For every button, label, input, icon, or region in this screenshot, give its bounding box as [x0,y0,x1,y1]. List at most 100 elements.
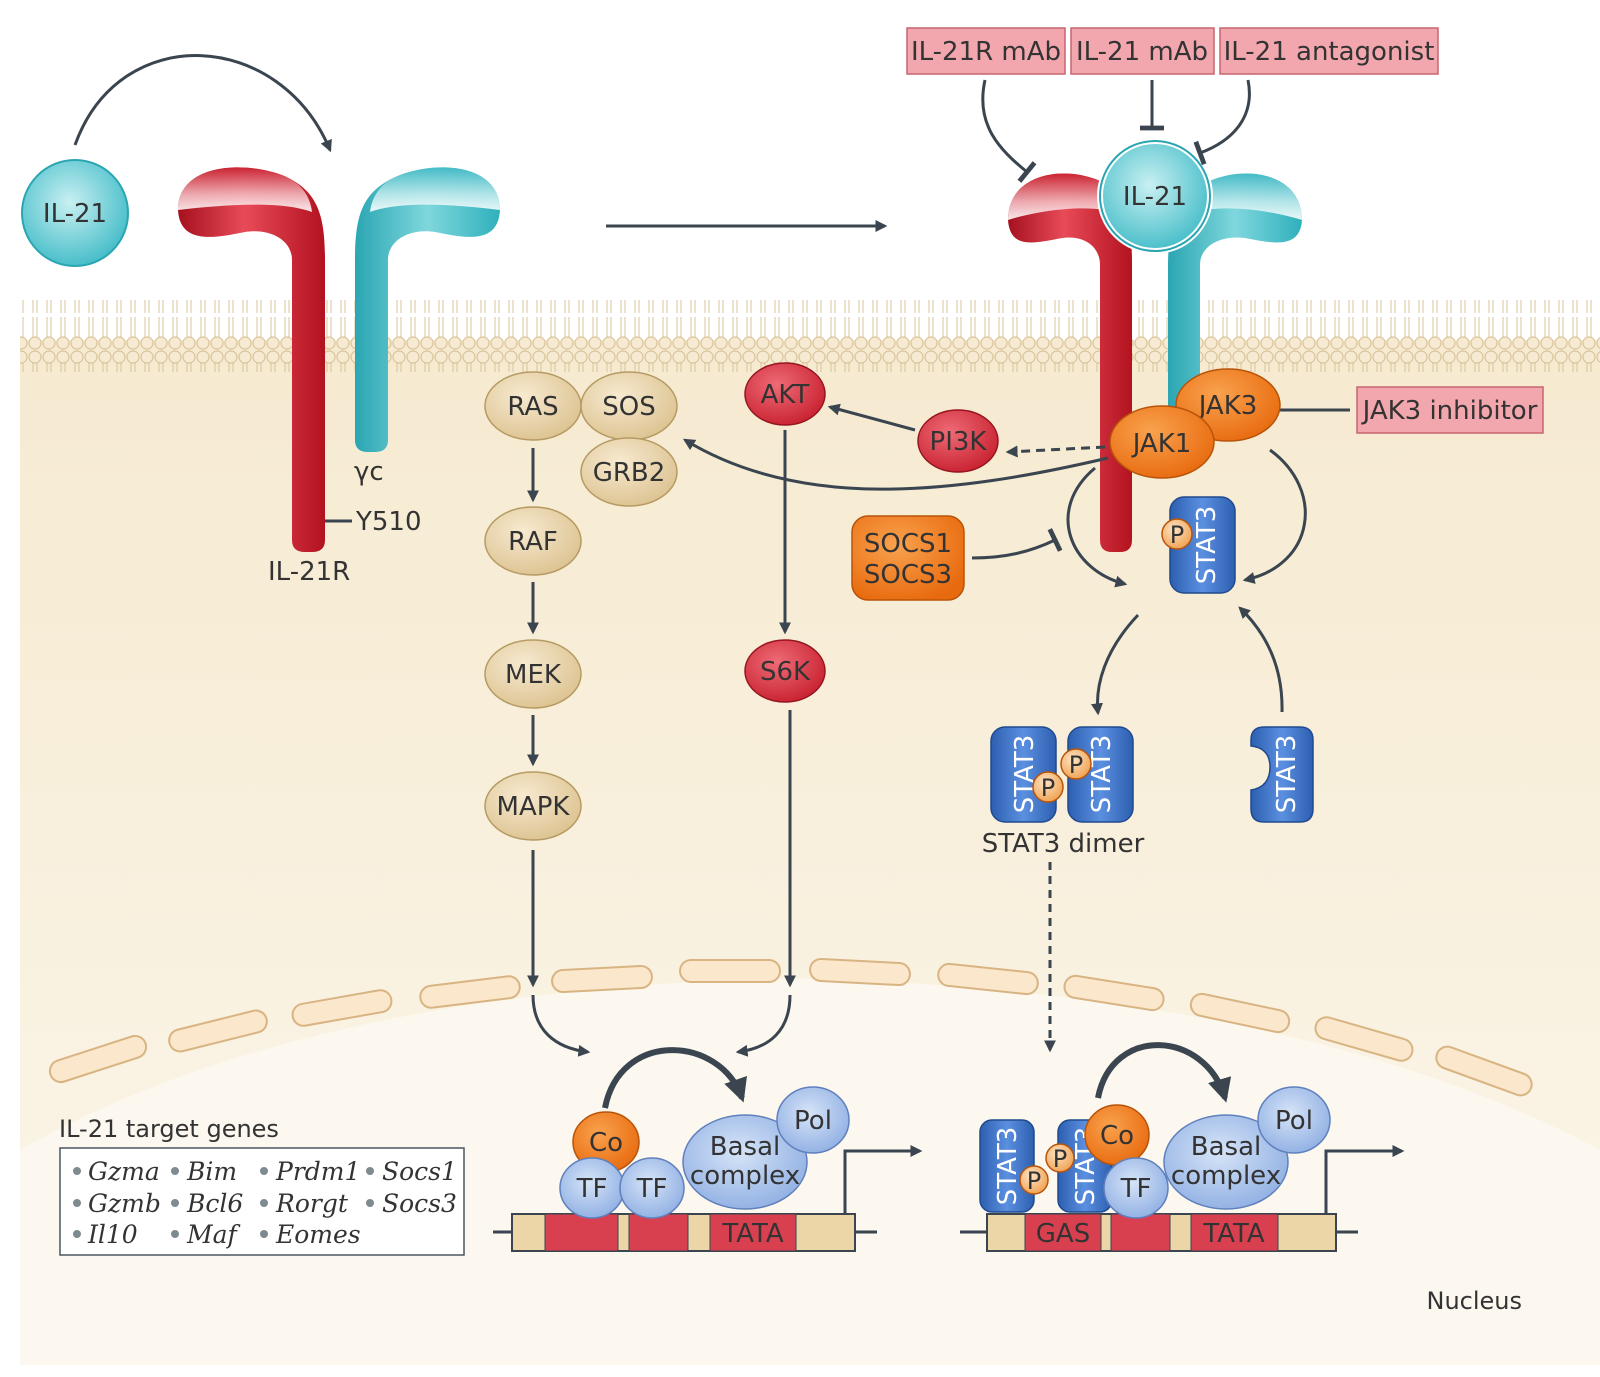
pol-right [1257,1086,1331,1154]
gene-item: Il10 [87,1220,138,1249]
gas-right: GAS [1036,1219,1090,1249]
jak3-inhibitor-box: JAK3 inhibitor [1356,386,1544,434]
il21-right-label: IL-21 [1123,182,1187,212]
tata-right: TATA [1202,1219,1264,1249]
grb2-node [580,437,678,507]
activation-arrow-left [602,1047,747,1109]
gamma-c-label: γc [354,457,384,487]
promoter-phospho-1 [1045,1143,1075,1173]
svg-text:P: P [1041,774,1055,802]
nuclear-envelope [48,957,1533,1097]
pi3k-node [917,409,999,473]
tss-arrow-left [843,1145,923,1214]
gamma-c-left [355,167,500,452]
il21-mab-box: IL-21 mAb [1070,27,1215,75]
jak1-to-pi3k [1005,445,1106,458]
svg-text:TF: TF [1120,1174,1152,1204]
dna-right [960,1213,1358,1252]
svg-text:STAT3: STAT3 [1087,735,1117,814]
svg-text:JAK1: JAK1 [1131,429,1192,459]
akt-node [744,362,826,426]
il21-antagonist-inhibition [1193,79,1251,166]
svg-text:AKT: AKT [761,380,810,410]
svg-text:STAT3: STAT3 [993,1127,1023,1206]
s6k-node [744,639,826,703]
il21-left-label: IL-21 [43,199,107,229]
tata-left: TATA [721,1219,783,1249]
tss-arrow-right [1324,1145,1405,1214]
socs-box: SOCS1 SOCS3 [851,515,965,601]
svg-text:complex: complex [1171,1161,1281,1191]
gene-item: Gzmb [88,1189,161,1218]
il21r-right [1008,173,1132,552]
svg-text:Basal: Basal [1191,1132,1261,1162]
binding-arrow [73,54,332,153]
target-genes-list: Gzma Bim Prdm1 Socs1 Gzmb Bcl6 Rorgt Soc… [73,1157,457,1249]
svg-text:Pol: Pol [1275,1106,1313,1136]
svg-text:Pol: Pol [794,1106,832,1136]
il21r-mab-inhibition [981,79,1037,183]
svg-text:GRB2: GRB2 [593,458,666,488]
socs-inhibition [971,528,1063,560]
stat3-release-arrow [1091,613,1140,716]
stat3-bound: STAT3 [1169,496,1236,594]
jak-to-stat-arrow-left [1066,466,1128,588]
gene-item: Prdm1 [275,1157,360,1186]
svg-text:TF: TF [636,1174,668,1204]
gamma-c-right [1168,173,1302,440]
svg-text:IL-21R mAb: IL-21R mAb [911,37,1061,67]
gene-item: Eomes [275,1220,361,1249]
promoter-phospho-2 [1019,1165,1049,1195]
svg-text:TF: TF [576,1174,608,1204]
svg-text:RAS: RAS [507,392,558,422]
cell-membrane [20,300,1600,372]
jak1-to-grb2 [682,438,1109,491]
pol-left [776,1086,850,1154]
dimer-phospho-1 [1060,748,1092,780]
gene-item: Bim [186,1157,237,1186]
svg-text:MAPK: MAPK [497,792,571,822]
svg-text:S6K: S6K [760,657,811,687]
dna-left [493,1213,877,1252]
stat3-dimer-label: STAT3 dimer [982,829,1145,859]
svg-text:Basal: Basal [710,1132,780,1162]
gene-item: Maf [186,1220,241,1249]
target-genes-title: IL-21 target genes [59,1115,279,1143]
mek-node [484,639,582,709]
pi3k-to-akt [827,403,916,432]
nucleus-label: Nucleus [1426,1287,1522,1315]
svg-text:IL-21 antagonist: IL-21 antagonist [1224,37,1435,67]
stat3-monomer: STAT3 [1250,726,1314,823]
svg-text:JAK3: JAK3 [1197,391,1258,421]
s6k-into-promoter [735,994,792,1057]
basal-complex-left [682,1114,808,1210]
gene-item: Rorgt [275,1189,349,1218]
phospho-y510 [1161,518,1193,550]
svg-text:STAT3: STAT3 [1192,506,1222,585]
tf-right [1103,1157,1169,1219]
activation-arrow-right [1095,1042,1232,1103]
svg-text:P: P [1069,751,1083,779]
svg-text:Co: Co [589,1128,623,1158]
jak1-node [1109,405,1215,479]
svg-text:STAT3: STAT3 [1010,735,1040,814]
svg-text:PI3K: PI3K [930,427,988,457]
raf-node [484,506,582,576]
svg-text:SOS: SOS [602,392,655,422]
il21-ligand-left [21,159,129,267]
mapk-into-promoter [531,994,591,1057]
jak-to-stat-arrow-right [1242,448,1307,584]
svg-text:complex: complex [690,1161,800,1191]
gene-item: Socs1 [382,1157,457,1186]
svg-text:IL-21 mAb: IL-21 mAb [1076,37,1208,67]
nucleus-region [20,978,1600,1365]
svg-text:P: P [1053,1145,1067,1173]
svg-text:SOCS3: SOCS3 [864,560,952,590]
dimer-phospho-2 [1032,771,1064,803]
tf2-left [619,1157,685,1219]
svg-text:STAT3: STAT3 [1272,735,1302,814]
gene-item: Socs3 [382,1189,457,1218]
svg-text:P: P [1170,521,1184,549]
svg-text:SOCS1: SOCS1 [864,529,952,559]
